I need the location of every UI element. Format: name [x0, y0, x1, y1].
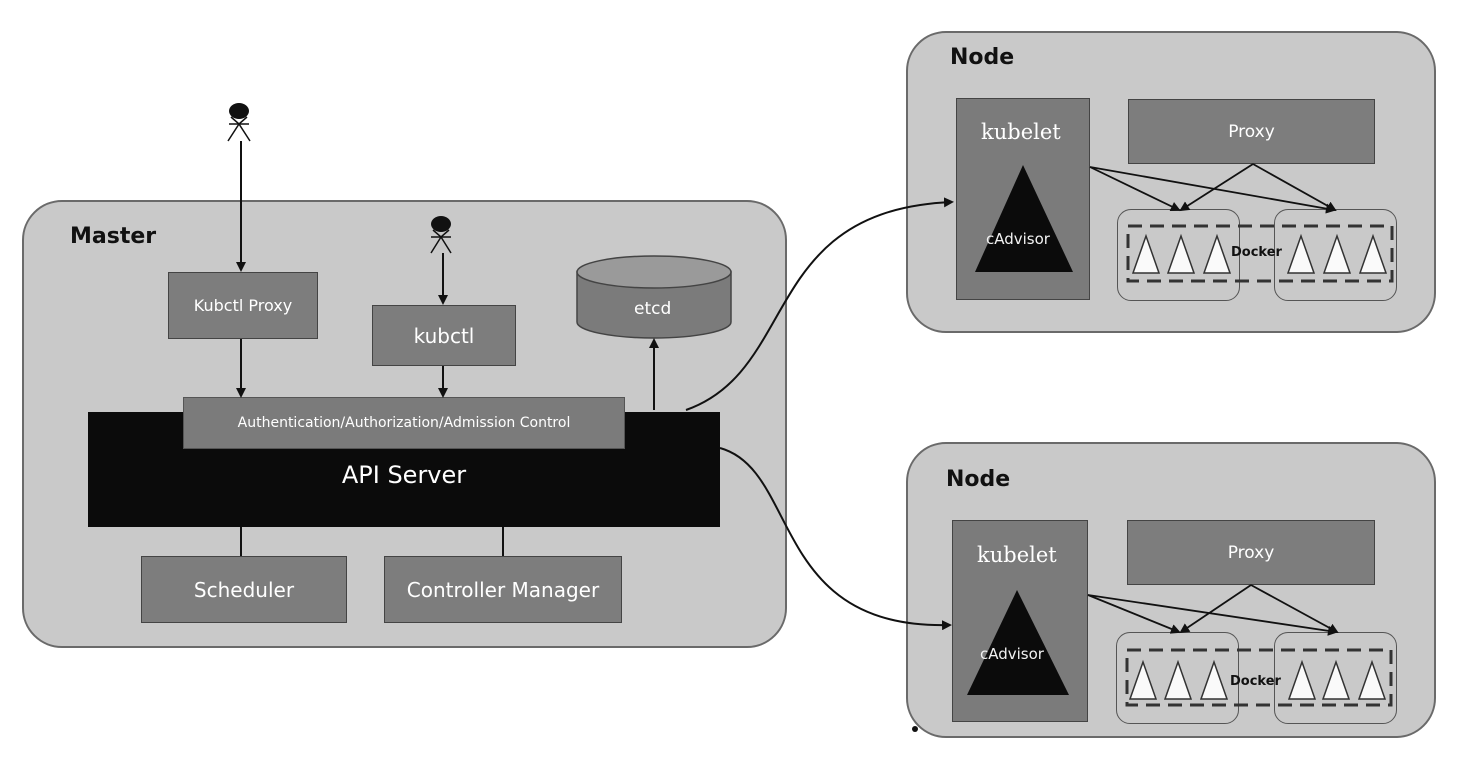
kubelet-label-2: kubelet [977, 543, 1057, 567]
cadvisor-triangle-icon [967, 590, 1069, 695]
docker-label-2: Docker [1230, 674, 1281, 689]
api-to-node2-arrow [719, 447, 952, 631]
kubectl-proxy-box: Kubctl Proxy [168, 272, 318, 339]
etcd-label: etcd [634, 299, 672, 319]
node-title-2: Node [946, 467, 1011, 492]
scheduler-label: Scheduler [193, 577, 295, 602]
master-arrows [236, 141, 659, 556]
user-icon [227, 103, 251, 142]
proxy-label-1: Proxy [1228, 121, 1275, 142]
proxy-label-2: Proxy [1227, 542, 1275, 563]
cadvisor-triangle-icon [975, 165, 1073, 272]
kubectl-label: kubctl [413, 323, 475, 348]
scheduler-box: Scheduler [141, 556, 347, 623]
controller-manager-label: Controller Manager [406, 577, 600, 602]
auth-control-label: Authentication/Authorization/Admission C… [237, 415, 571, 431]
docker-dashed-band-1 [1126, 224, 1394, 283]
node1-pod-arrows [1089, 163, 1337, 214]
dot-marker [912, 726, 918, 732]
kubectl-proxy-label: Kubctl Proxy [193, 296, 293, 315]
api-to-node1-arrow [685, 197, 954, 411]
master-title: Master [70, 224, 157, 249]
controller-manager-box: Controller Manager [384, 556, 622, 623]
cadvisor-label-1: cAdvisor [986, 230, 1050, 248]
docker-dashed-band-2 [1125, 648, 1393, 707]
cadvisor-label-2: cAdvisor [980, 645, 1044, 663]
docker-label-1: Docker [1231, 245, 1282, 260]
kubectl-box: kubctl [372, 305, 516, 366]
auth-control-box: Authentication/Authorization/Admission C… [183, 397, 625, 449]
api-server-label: API Server [341, 461, 467, 489]
user-icon [430, 216, 452, 254]
kubelet-label-1: kubelet [981, 120, 1061, 144]
container-triangles-2 [1128, 659, 1387, 700]
node2-pod-arrows [1087, 584, 1339, 636]
proxy-box-2: Proxy [1127, 520, 1375, 585]
container-triangles-1 [1131, 233, 1388, 274]
etcd-cylinder-icon [576, 255, 732, 339]
node-title-1: Node [950, 45, 1015, 70]
proxy-box-1: Proxy [1128, 99, 1375, 164]
